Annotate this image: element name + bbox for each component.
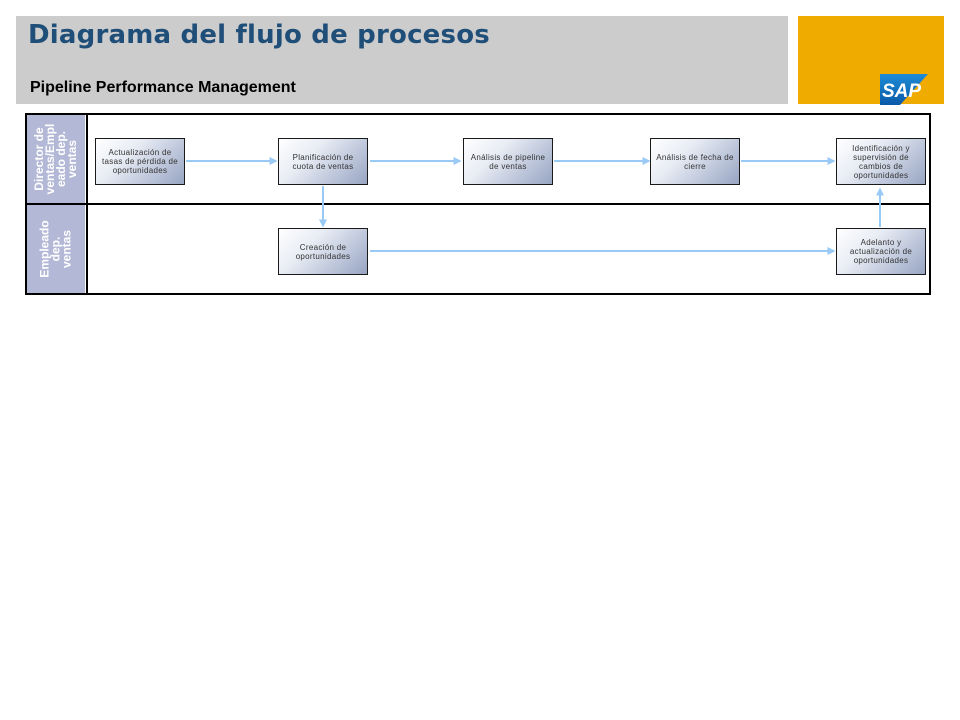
step-identificacion-supervision[interactable]: Identificación y supervisión de cambios … [836, 138, 926, 185]
step-label: Análisis de fecha de cierre [656, 152, 734, 171]
step-label: Adelanto y actualización de oportunidade… [849, 238, 913, 265]
step-planificacion-cuota[interactable]: Planificación de cuota de ventas [278, 138, 368, 185]
sap-logo: SAP [880, 74, 928, 105]
page-subtitle: Pipeline Performance Management [30, 79, 296, 96]
step-actualizacion-tasas[interactable]: Actualización de tasas de pérdida de opo… [95, 138, 185, 185]
logo-panel [798, 16, 944, 104]
step-label: Actualización de tasas de pérdida de opo… [102, 148, 178, 175]
header-bar [16, 16, 788, 104]
lane-label-empleado: Empleado dep. ventas [27, 205, 85, 293]
step-analisis-fecha-cierre[interactable]: Análisis de fecha de cierre [650, 138, 740, 185]
step-creacion-oportunidades[interactable]: Creación de oportunidades [278, 228, 368, 275]
sap-logo-text: SAP [882, 81, 921, 102]
step-label: Análisis de pipeline de ventas [470, 152, 546, 171]
lane-divider [25, 203, 931, 205]
step-label: Planificación de cuota de ventas [292, 152, 354, 171]
lane-label-director: Director de ventas/Empl eado dep. ventas [27, 115, 85, 203]
page-title: Diagrama del flujo de procesos [28, 20, 490, 50]
step-analisis-pipeline[interactable]: Análisis de pipeline de ventas [463, 138, 553, 185]
label-column-divider [86, 113, 88, 295]
step-label: Creación de oportunidades [295, 242, 351, 261]
step-label: Identificación y supervisión de cambios … [852, 143, 910, 180]
step-adelanto-actualizacion[interactable]: Adelanto y actualización de oportunidade… [836, 228, 926, 275]
